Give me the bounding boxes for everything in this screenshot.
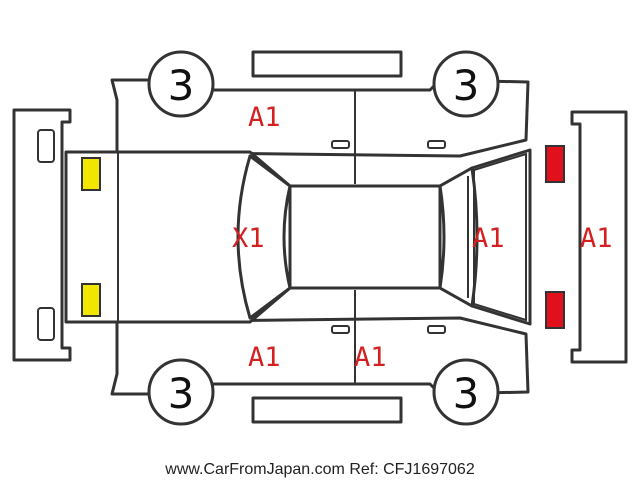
front-bumper <box>12 108 72 362</box>
wheel-front-right: 3 <box>147 358 215 426</box>
windshield <box>236 154 292 320</box>
rear-bumper <box>570 110 628 364</box>
tailgate <box>473 152 527 322</box>
wheel-rear-left-label: 3 <box>453 61 480 110</box>
front-lamp-left <box>81 157 101 191</box>
damage-rear-window: A1 <box>472 223 505 254</box>
wheel-rear-right: 3 <box>432 358 500 426</box>
wheel-rear-left: 3 <box>432 50 500 118</box>
damage-left-front-door: A1 <box>248 102 281 133</box>
source-reference: www.CarFromJapan.com Ref: CFJ1697062 <box>164 461 475 478</box>
right-roof-rail <box>251 396 403 424</box>
front-lamp-right <box>81 283 101 317</box>
damage-right-rear-door: A1 <box>354 342 387 373</box>
wheel-rear-right-label: 3 <box>453 369 480 418</box>
left-roof-rail <box>251 50 403 78</box>
wheel-front-left: 3 <box>147 50 215 118</box>
damage-hood: X1 <box>232 223 265 254</box>
damage-right-front-door: A1 <box>248 342 281 373</box>
rear-lamp-right <box>545 291 565 329</box>
wheel-front-right-label: 3 <box>168 369 195 418</box>
roof <box>288 184 442 290</box>
wheel-front-left-label: 3 <box>168 61 195 110</box>
rear-lamp-left <box>545 145 565 183</box>
damage-rear-bumper: A1 <box>580 223 613 254</box>
